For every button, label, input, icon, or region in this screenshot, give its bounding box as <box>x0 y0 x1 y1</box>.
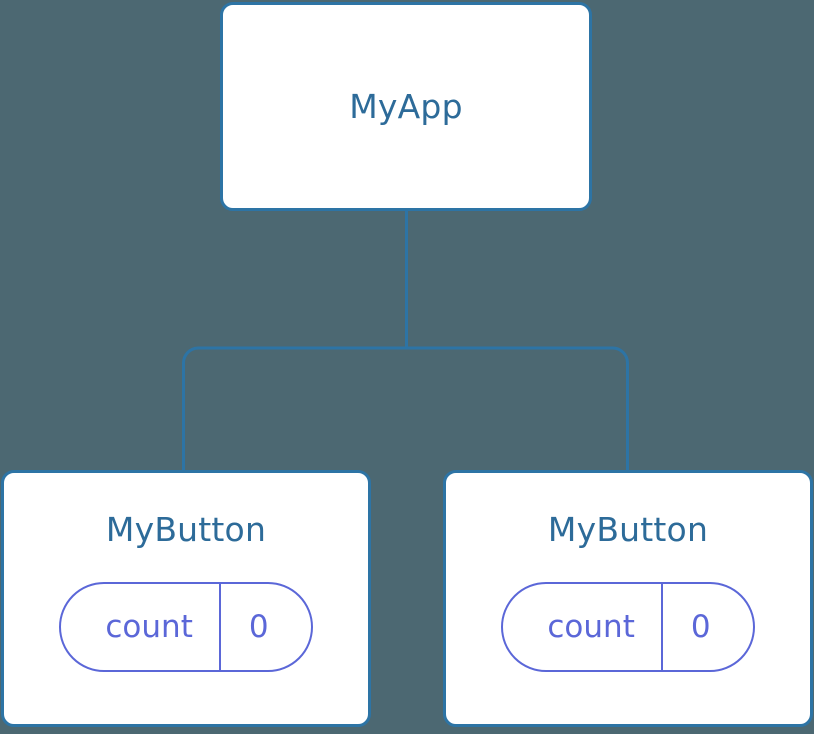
edge-root-to-right-leaf <box>406 346 629 471</box>
node-mybutton-left-title: MyButton <box>105 510 267 549</box>
state-pill-right-divider <box>660 584 663 670</box>
state-pill-right-key: count <box>547 608 635 645</box>
state-pill-right[interactable]: count 0 <box>501 582 755 672</box>
node-mybutton-left[interactable]: MyButton count 0 <box>1 470 371 727</box>
node-mybutton-right[interactable]: MyButton count 0 <box>443 470 813 727</box>
state-pill-right-value: 0 <box>690 608 711 645</box>
node-mybutton-right-title: MyButton <box>547 510 709 549</box>
node-myapp[interactable]: MyApp <box>220 2 592 211</box>
node-myapp-title: MyApp <box>349 87 463 126</box>
edge-root-to-left-leaf <box>182 346 407 471</box>
state-pill-left-divider <box>218 584 221 670</box>
state-pill-left[interactable]: count 0 <box>59 582 313 672</box>
state-pill-left-value: 0 <box>248 608 269 645</box>
state-pill-left-key: count <box>105 608 193 645</box>
